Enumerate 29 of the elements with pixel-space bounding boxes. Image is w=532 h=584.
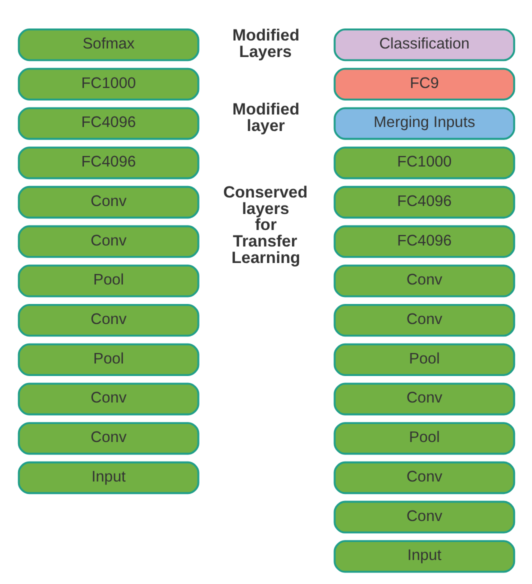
node-box: Conv	[333, 500, 515, 534]
label: Modified layer	[232, 100, 299, 135]
label: Modified Layers	[232, 26, 299, 61]
node-box: Input	[333, 540, 515, 573]
node-box: Conv	[17, 186, 199, 219]
node-box: FC4096	[17, 107, 199, 140]
node-box: Pool	[333, 422, 515, 455]
node-box: Pool	[17, 264, 199, 298]
node-box: Pool	[17, 343, 199, 376]
node-box: FC4096	[17, 146, 199, 180]
node-box: Classification	[333, 28, 515, 62]
node-box: Pool	[333, 343, 515, 376]
node-box: Conv	[17, 382, 199, 416]
node-box: Input	[17, 461, 199, 494]
node-box: FC4096	[333, 225, 515, 258]
node-box: Conv	[333, 382, 515, 416]
node-box: FC1000	[333, 146, 515, 180]
node-box: Conv	[333, 461, 515, 494]
node-box: FC9	[333, 68, 515, 100]
node-box: Conv	[333, 304, 515, 337]
node-box: FC4096	[333, 186, 515, 219]
node-box: Conv	[17, 304, 199, 337]
node-box: Conv	[17, 225, 199, 258]
label: Conserved layers for Transfer Learning	[222, 184, 308, 267]
node-box: FC1000	[17, 68, 199, 100]
node-box: Conv	[333, 264, 515, 298]
node-box: Sofmax	[17, 28, 199, 62]
node-box: Conv	[17, 422, 199, 455]
node-box: Merging Inputs	[333, 107, 515, 140]
